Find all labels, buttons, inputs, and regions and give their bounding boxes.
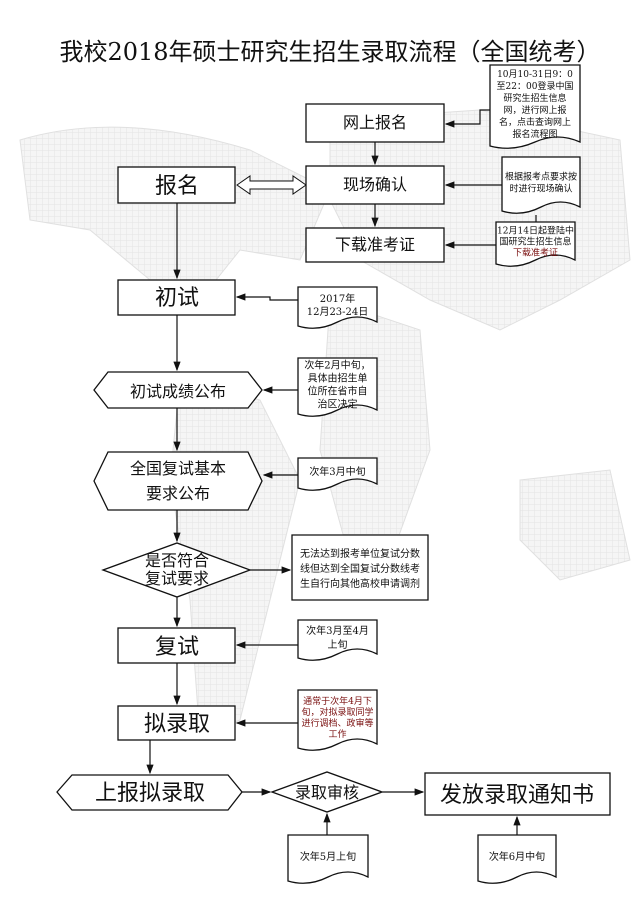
svg-text:是否符合: 是否符合	[145, 551, 209, 570]
note-line: 国研究生招生信息	[499, 235, 571, 247]
note-line: 研究生招生信息	[503, 92, 566, 104]
note-line: 至22：00登录中国	[497, 80, 574, 92]
note-line: 生自行向其他高校申请调剂	[300, 577, 420, 590]
svg-text:上报拟录取: 上报拟录取	[95, 781, 205, 806]
note-line: 进行调档、政审等	[301, 717, 373, 729]
note-line: 次年5月上旬	[300, 850, 356, 863]
note-retest-req: 次年3月中旬	[297, 457, 378, 491]
decision-admission-review: 录取审核	[270, 771, 384, 813]
note-line: 名，点击查询网上	[499, 116, 571, 128]
step-retest: 复试	[117, 627, 236, 664]
note-line: 网，进行网上报	[503, 104, 566, 116]
note-line: 无法达到报考单位复试分数	[300, 547, 420, 560]
page-title: 我校2018年硕士研究生招生录取流程（全国统考）	[59, 38, 600, 66]
note-line: 时进行现场确认	[509, 183, 572, 195]
step-pre-admission: 拟录取	[117, 705, 236, 741]
svg-text:拟录取: 拟录取	[144, 712, 210, 737]
step-report-admission: 上报拟录取	[56, 774, 243, 811]
step-register: 报名	[117, 166, 236, 204]
step-prelim-exam: 初试	[117, 279, 236, 316]
note-line: 根据报考点要求按	[505, 171, 577, 183]
svg-text:要求公布: 要求公布	[146, 484, 210, 503]
note-line: 线但达到全国复试分数线考	[300, 562, 420, 575]
note-line: 次年2月中旬，	[304, 358, 370, 371]
svg-text:报名: 报名	[155, 174, 199, 199]
note-line: 10月10-31日9：0	[497, 69, 573, 80]
step-onsite-confirm: 现场确认	[305, 165, 445, 205]
note-line: 位所在省市自	[308, 384, 368, 397]
note-line: 工作	[328, 728, 346, 740]
note-line: 治区决定	[318, 397, 358, 410]
step-download-ticket: 下载准考证	[305, 227, 445, 263]
note-line: 具体由招生单	[308, 371, 368, 384]
svg-text:发放录取通知书: 发放录取通知书	[440, 783, 594, 808]
svg-text:全国复试基本: 全国复试基本	[130, 459, 226, 478]
note-line: 报名流程图	[512, 128, 557, 140]
svg-text:复试要求: 复试要求	[145, 569, 209, 588]
svg-text:网上报名: 网上报名	[343, 113, 407, 132]
step-prelim-result: 初试成绩公布	[93, 371, 263, 409]
note-line: 次年6月中旬	[489, 850, 545, 863]
note-line: 通常于次年4月下	[303, 695, 372, 707]
svg-text:初试成绩公布: 初试成绩公布	[130, 382, 226, 401]
note-line: 12月23-24日	[307, 306, 369, 318]
note-line: 次年3月中旬	[309, 465, 365, 478]
note-line: 2017年	[320, 292, 355, 305]
note-line: 12月14日起登陆中	[497, 224, 574, 236]
step-send-notice: 发放录取通知书	[424, 772, 611, 816]
svg-text:初试: 初试	[155, 286, 199, 311]
note-line: 下载准考证	[513, 246, 558, 258]
note-line: 上旬	[328, 638, 348, 651]
svg-text:现场确认: 现场确认	[343, 175, 407, 194]
step-online-register: 网上报名	[305, 103, 445, 143]
note-line: 次年3月至4月	[306, 624, 369, 637]
note-online: 10月10-31日9：0至22：00登录中国研究生招生信息网，进行网上报名，点击…	[489, 64, 581, 149]
svg-text:复试: 复试	[155, 635, 199, 660]
svg-text:录取审核: 录取审核	[295, 783, 359, 802]
svg-text:下载准考证: 下载准考证	[335, 235, 415, 254]
note-line: 旬，对拟录取同学	[301, 706, 373, 718]
note-review: 次年5月上旬	[287, 834, 369, 884]
note-notice: 次年6月中旬	[477, 834, 557, 884]
connectors	[146, 109, 537, 835]
